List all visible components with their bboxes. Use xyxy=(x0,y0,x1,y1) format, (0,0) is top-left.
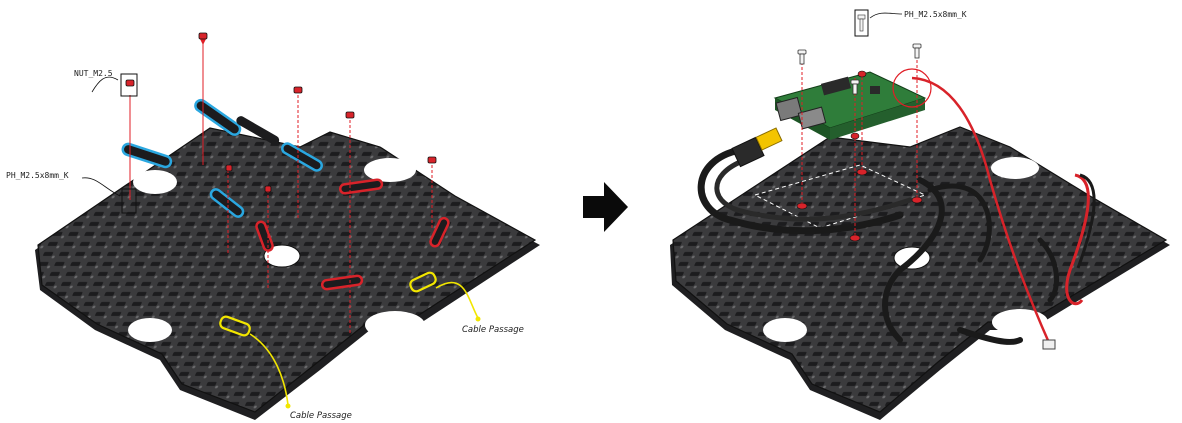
cable-plug xyxy=(1042,339,1056,350)
right-screws xyxy=(797,43,922,95)
cable-passage-bottom-callout: Cable Passage xyxy=(219,315,352,421)
connector-highlight xyxy=(892,68,932,108)
left-nuts xyxy=(125,32,437,193)
callout-nut: NUT_M2.5 xyxy=(74,69,138,97)
label-screw-left: PH_M2.5x8mm_K xyxy=(6,171,69,180)
callout-screw-top: PH_M2.5x8mm_K xyxy=(854,9,967,37)
right-base-plate xyxy=(670,126,1170,420)
label-screw-top: PH_M2.5x8mm_K xyxy=(904,10,967,19)
label-nut-m25: NUT_M2.5 xyxy=(74,69,113,78)
red-black-cable xyxy=(1065,173,1090,306)
left-assembly: NUT_M2.5 PH_M2.5x8mm_K Cable Passage Cab… xyxy=(6,32,540,421)
step-arrow xyxy=(583,182,628,232)
left-guide-lines xyxy=(129,39,433,335)
red-links xyxy=(255,178,450,291)
label-cable-passage-bottom: Cable Passage xyxy=(290,411,352,421)
right-assembly: PH_M2.5x8mm_K xyxy=(670,9,1170,420)
right-guide-lines xyxy=(801,55,918,238)
cable-passage-right-callout: Cable Passage xyxy=(409,271,524,335)
label-cable-passage-right: Cable Passage xyxy=(462,325,524,335)
left-center-hole xyxy=(263,244,301,268)
usb-connector xyxy=(731,127,783,168)
blue-links xyxy=(121,98,323,218)
red-cable xyxy=(911,76,1052,346)
black-cables xyxy=(697,146,1060,345)
left-base-plate xyxy=(35,127,540,420)
pcb-board xyxy=(773,71,927,140)
callout-screw-left: PH_M2.5x8mm_K xyxy=(6,171,137,214)
right-red-standoffs xyxy=(796,70,923,242)
